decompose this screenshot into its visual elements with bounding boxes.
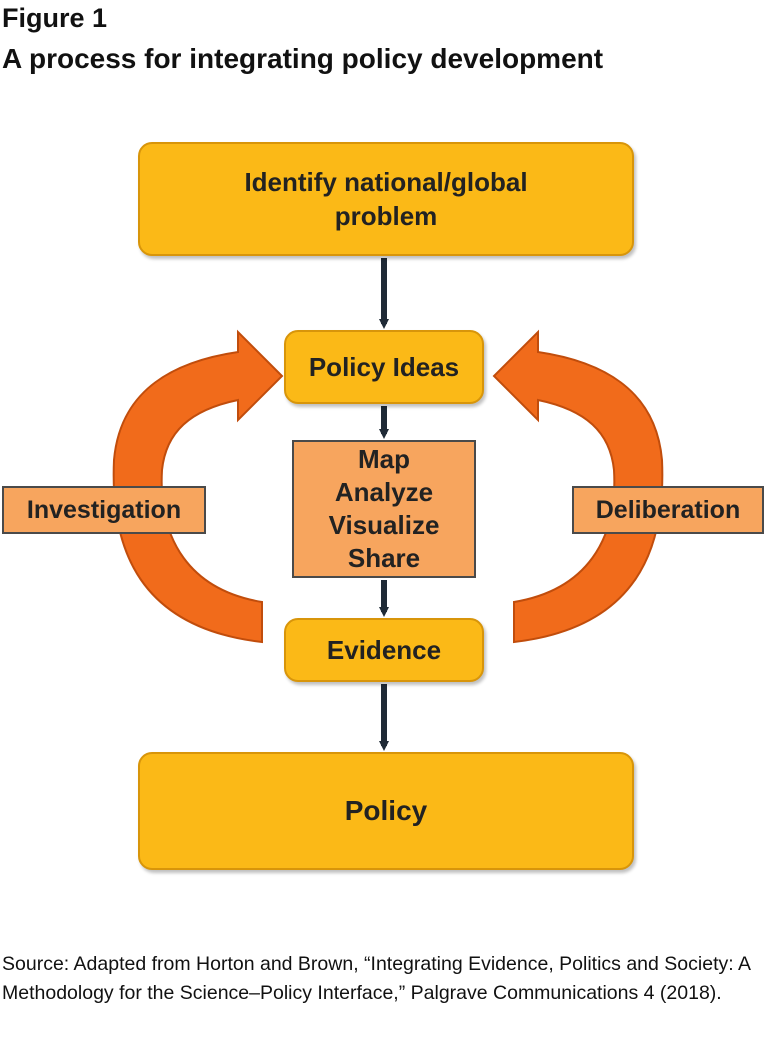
- node-method-share: Share: [347, 543, 421, 573]
- node-map-analyze-visualize-share: Map Analyze Visualize Share: [292, 440, 476, 578]
- node-identify-problem: Identify national/global problem: [138, 142, 634, 256]
- diagram-connectors: [112, 258, 664, 751]
- process-diagram: Identify national/global problem Policy …: [0, 120, 768, 880]
- node-identify-problem-line-2: problem: [334, 201, 438, 231]
- investigation-curved-arrow: [112, 329, 284, 644]
- node-policy: Policy: [138, 752, 634, 870]
- label-investigation: Investigation: [2, 486, 206, 534]
- node-method-map: Map: [358, 444, 410, 474]
- figure-title: A process for integrating policy develop…: [2, 43, 604, 74]
- figure-label: Figure 1: [2, 3, 108, 33]
- node-evidence-label: Evidence: [326, 634, 442, 665]
- node-identify-problem-line-1: Identify national/global: [244, 167, 528, 197]
- node-method-visualize: Visualize: [328, 510, 440, 540]
- node-evidence: Evidence: [284, 618, 484, 682]
- node-policy-ideas-label: Policy Ideas: [308, 351, 460, 382]
- label-investigation-text: Investigation: [26, 495, 182, 524]
- node-policy-label: Policy: [344, 795, 428, 826]
- source-note: Source: Adapted from Horton and Brown, “…: [2, 953, 750, 1004]
- node-method-analyze: Analyze: [334, 477, 434, 507]
- label-deliberation: Deliberation: [572, 486, 764, 534]
- node-policy-ideas: Policy Ideas: [284, 330, 484, 404]
- label-deliberation-text: Deliberation: [595, 495, 741, 524]
- deliberation-curved-arrow: [492, 329, 664, 644]
